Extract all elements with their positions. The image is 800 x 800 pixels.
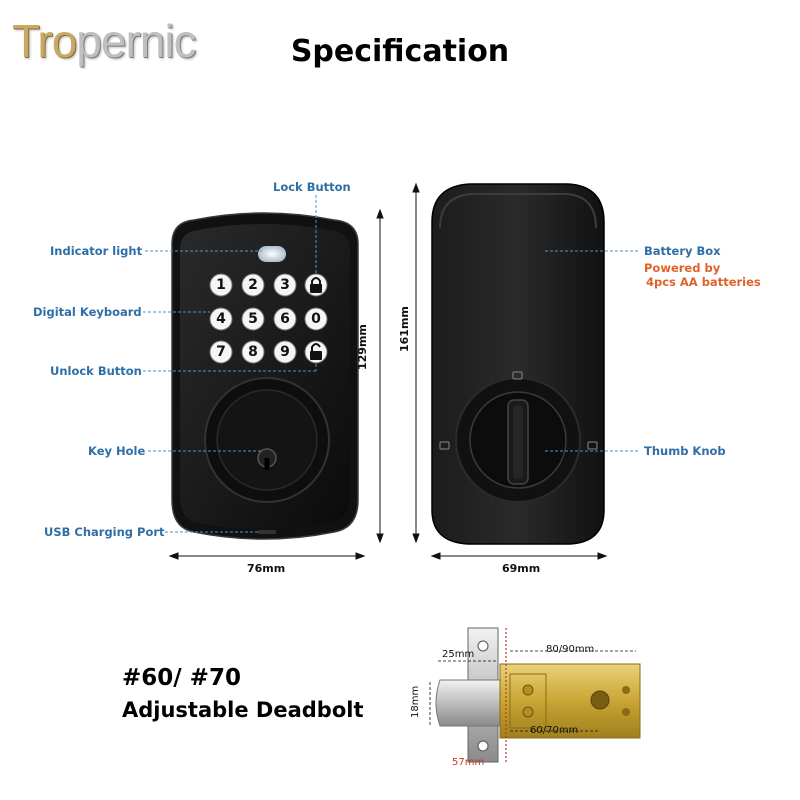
label-usb-port: USB Charging Port: [44, 525, 165, 539]
indicator-light: [258, 246, 286, 262]
label-digital-keyboard: Digital Keyboard: [33, 305, 142, 319]
unlock-icon: [310, 343, 322, 360]
brand-logo-part2: pernic: [76, 15, 196, 67]
dim-80-90mm: 80/90mm: [546, 644, 595, 655]
key-9: 9: [280, 344, 290, 360]
label-key-hole: Key Hole: [88, 444, 146, 458]
deadbolt-latch: [435, 627, 641, 763]
brand-logo-part1: Tro: [12, 15, 77, 67]
deadbolt-name: Adjustable Deadbolt: [122, 698, 364, 722]
key-5: 5: [248, 311, 258, 327]
lock-icon: [310, 277, 322, 293]
key-8: 8: [248, 344, 258, 360]
deadbolt-model: #60/ #70: [122, 665, 241, 691]
label-battery-box: Battery Box: [644, 244, 721, 258]
dim-front-height: 129mm: [356, 324, 369, 370]
label-thumb-knob: Thumb Knob: [644, 444, 726, 458]
dim-57mm: 57mm: [452, 757, 485, 768]
dim-18mm: 18mm: [410, 685, 421, 718]
key-6: 6: [280, 311, 290, 327]
label-batteries: 4pcs AA batteries: [646, 275, 761, 289]
usb-port: [258, 530, 276, 534]
label-powered-by: Powered by: [644, 261, 721, 275]
key-0: 0: [311, 311, 321, 327]
key-1: 1: [216, 277, 226, 293]
key-4: 4: [216, 311, 226, 327]
label-indicator-light: Indicator light: [50, 244, 143, 258]
label-lock-button: Lock Button: [273, 180, 351, 194]
key-2: 2: [248, 277, 258, 293]
back-lock: [431, 183, 605, 545]
label-unlock-button: Unlock Button: [50, 364, 142, 378]
dim-25mm: 25mm: [442, 649, 475, 660]
page-title: Specification: [290, 34, 510, 69]
dim-back-height: 161mm: [398, 306, 411, 352]
key-7: 7: [216, 344, 226, 360]
deadbolt-heading: #60/ #70 Adjustable Deadbolt: [122, 662, 364, 726]
front-lock: [171, 212, 359, 540]
dim-60-70mm: 60/70mm: [530, 725, 579, 736]
dim-front-width: 76mm: [247, 562, 286, 575]
key-3: 3: [280, 277, 290, 293]
brand-logo: Tropernic: [12, 14, 197, 68]
dim-back-width: 69mm: [502, 562, 541, 575]
